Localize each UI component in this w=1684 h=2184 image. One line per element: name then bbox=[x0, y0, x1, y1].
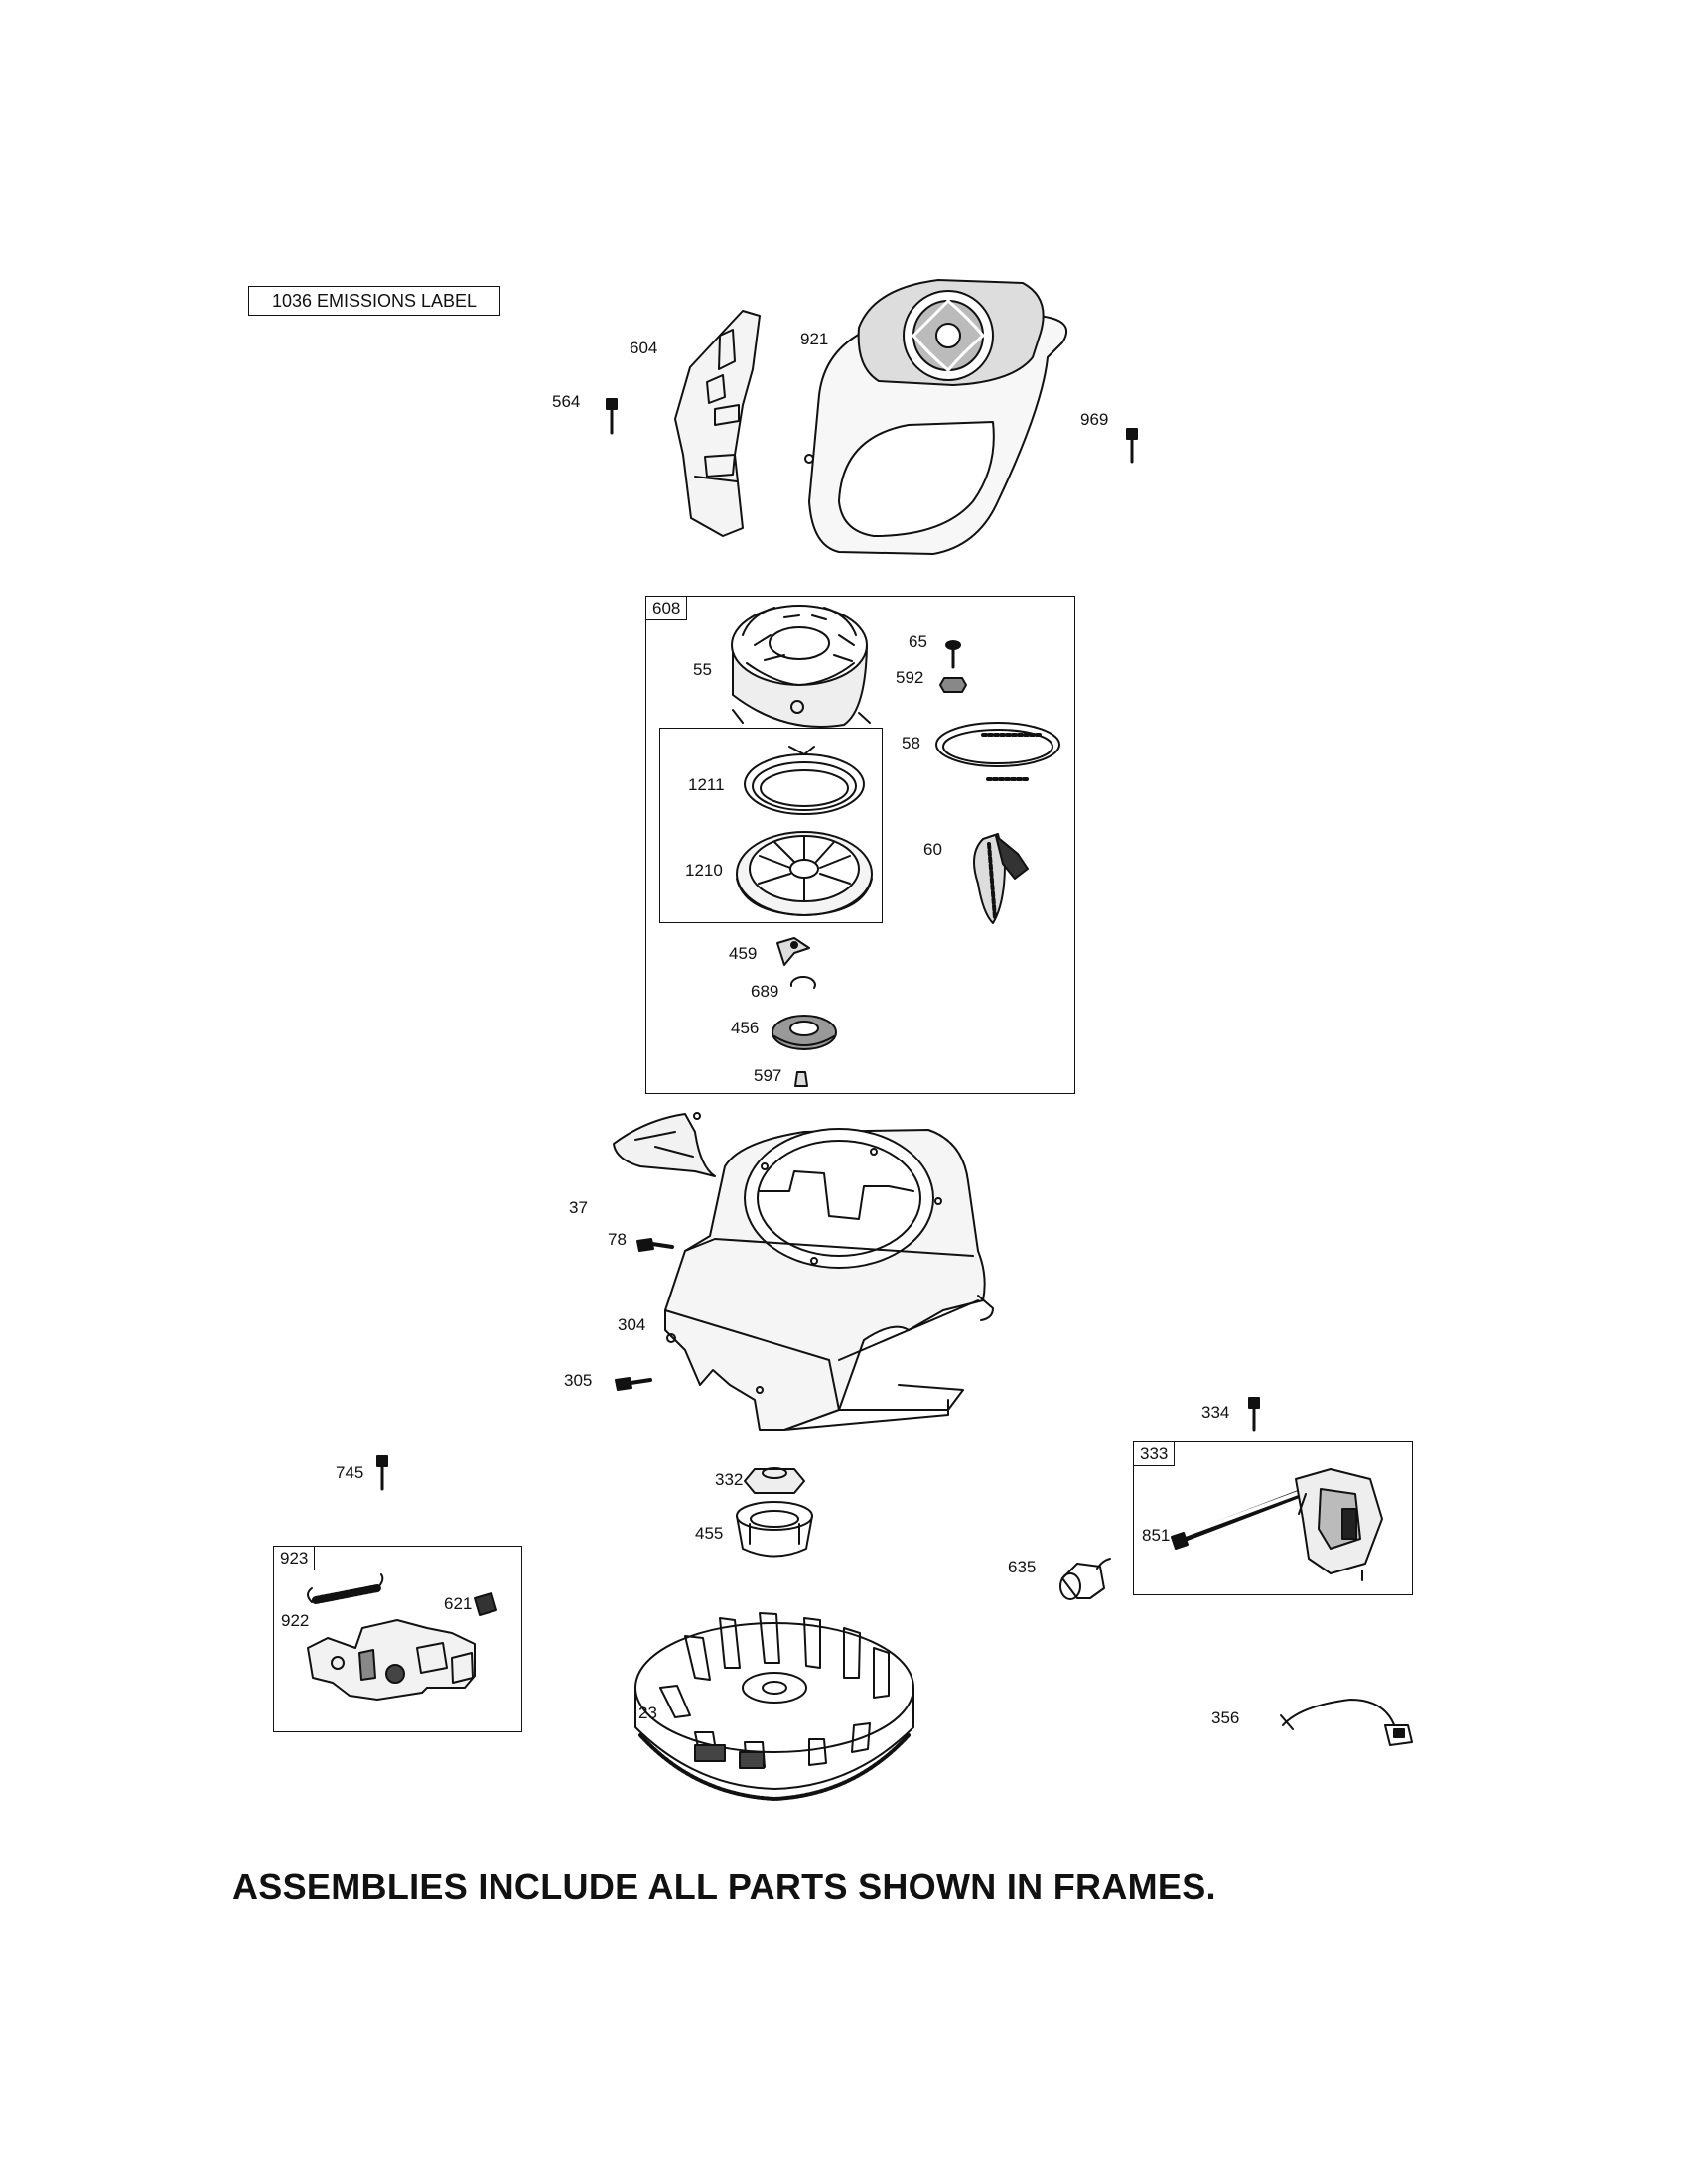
blower-housing-304-drawing bbox=[664, 1128, 994, 1431]
callout-356: 356 bbox=[1211, 1708, 1240, 1727]
air-guide-37-drawing bbox=[613, 1112, 716, 1177]
frame-tag-333: 333 bbox=[1134, 1442, 1176, 1466]
screw-65-drawing bbox=[945, 640, 961, 669]
emissions-label-box: 1036 EMISSIONS LABEL bbox=[248, 286, 500, 316]
pulley-subassembly-frame bbox=[659, 728, 883, 923]
assemblies-note: ASSEMBLIES INCLUDE ALL PARTS SHOWN IN FR… bbox=[232, 1866, 1216, 1907]
callout-60: 60 bbox=[923, 840, 942, 859]
governor-spring-922-drawing bbox=[307, 1573, 384, 1604]
callout-922: 922 bbox=[281, 1611, 310, 1630]
rewind-starter-assembly-frame: 608 bbox=[645, 596, 1075, 1094]
bolt-564-drawing bbox=[606, 398, 618, 435]
callout-921: 921 bbox=[800, 330, 829, 348]
callout-37: 37 bbox=[569, 1198, 588, 1217]
frame-tag-923: 923 bbox=[274, 1547, 316, 1570]
bolt-969-drawing bbox=[1126, 428, 1138, 464]
ground-wire-356-drawing bbox=[1280, 1699, 1413, 1746]
retainer-689-drawing bbox=[789, 976, 816, 989]
ratchet-456-drawing bbox=[772, 1015, 837, 1050]
callout-969: 969 bbox=[1080, 410, 1109, 429]
bolt-78-drawing bbox=[636, 1238, 674, 1252]
starter-cup-455-drawing bbox=[736, 1501, 813, 1558]
bolt-305-drawing bbox=[615, 1377, 652, 1391]
callout-635: 635 bbox=[1008, 1558, 1037, 1576]
callout-305: 305 bbox=[564, 1371, 593, 1390]
shroud-panel-604-drawing bbox=[674, 310, 761, 537]
callout-1211: 1211 bbox=[688, 775, 725, 794]
callout-597: 597 bbox=[754, 1066, 782, 1085]
callout-564: 564 bbox=[552, 392, 581, 411]
callout-689: 689 bbox=[751, 982, 779, 1001]
bolt-745-drawing bbox=[376, 1455, 388, 1491]
callout-58: 58 bbox=[902, 734, 920, 752]
link-621-drawing bbox=[474, 1592, 497, 1616]
armature-assembly-frame: 333 bbox=[1133, 1441, 1413, 1595]
screw-597-drawing bbox=[794, 1071, 808, 1087]
callout-455: 455 bbox=[695, 1524, 724, 1543]
callout-1210: 1210 bbox=[685, 861, 723, 880]
callout-459: 459 bbox=[729, 944, 758, 963]
ignition-armature-851-drawing bbox=[1171, 1468, 1383, 1581]
callout-65: 65 bbox=[909, 632, 927, 651]
callout-55: 55 bbox=[693, 660, 712, 679]
starter-rope-58-drawing bbox=[935, 722, 1060, 781]
starter-handle-60-drawing bbox=[973, 833, 1029, 924]
rewind-spring-1211-drawing bbox=[744, 746, 865, 815]
callout-23: 23 bbox=[638, 1704, 657, 1722]
frame-tag-608: 608 bbox=[646, 597, 688, 620]
callout-78: 78 bbox=[608, 1230, 627, 1249]
governor-assembly-frame: 923 bbox=[273, 1546, 522, 1732]
callout-604: 604 bbox=[630, 339, 658, 357]
governor-bracket-drawing bbox=[307, 1619, 476, 1701]
callout-851: 851 bbox=[1142, 1526, 1171, 1545]
callout-304: 304 bbox=[618, 1315, 646, 1334]
nut-332-drawing bbox=[744, 1467, 805, 1494]
blower-housing-921-drawing bbox=[804, 279, 1068, 555]
rewind-housing-55-drawing bbox=[731, 605, 871, 728]
pulley-1210-drawing bbox=[736, 831, 873, 916]
callout-745: 745 bbox=[336, 1463, 364, 1482]
spark-plug-boot-635-drawing bbox=[1059, 1558, 1111, 1600]
bolt-334-drawing bbox=[1248, 1397, 1260, 1432]
callout-592: 592 bbox=[896, 668, 924, 687]
pawl-459-drawing bbox=[776, 937, 810, 966]
flywheel-23-drawing bbox=[634, 1612, 914, 1801]
callout-621: 621 bbox=[444, 1594, 473, 1613]
callout-334: 334 bbox=[1201, 1403, 1230, 1422]
callout-456: 456 bbox=[731, 1019, 760, 1037]
callout-332: 332 bbox=[715, 1470, 744, 1489]
nut-592-drawing bbox=[939, 677, 967, 693]
